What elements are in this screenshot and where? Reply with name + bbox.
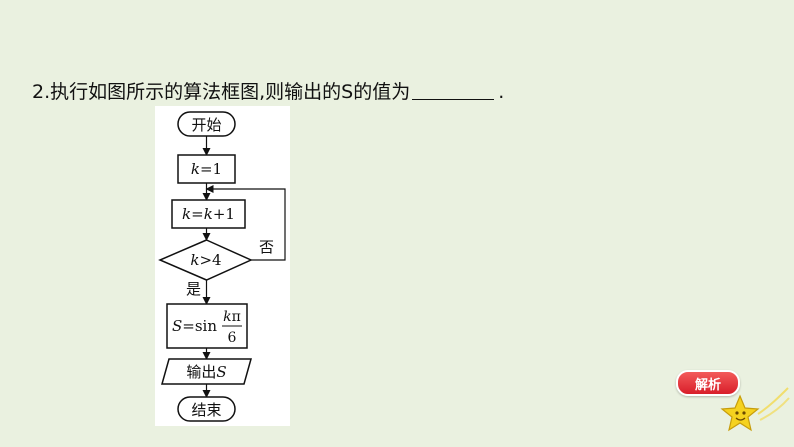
cond-var: k bbox=[190, 251, 199, 269]
init-label: k=1 bbox=[191, 160, 222, 178]
answer-blank bbox=[412, 81, 495, 100]
update-plus: +1 bbox=[213, 205, 235, 223]
end-terminal bbox=[177, 396, 236, 422]
output-parallelogram bbox=[161, 358, 252, 385]
question-body: 执行如图所示的算法框图,则输出的S的值为 bbox=[50, 81, 411, 103]
update-box bbox=[171, 199, 246, 229]
assign-numerator: kπ bbox=[223, 309, 241, 325]
init-box bbox=[177, 154, 236, 184]
output-text: 输出 bbox=[186, 363, 216, 381]
output-label: 输出S bbox=[186, 363, 226, 381]
update-k1: k bbox=[182, 205, 191, 223]
update-k2: k bbox=[204, 205, 213, 223]
analysis-button[interactable]: 解析 bbox=[676, 370, 740, 396]
loop-back-arrow bbox=[205, 185, 286, 261]
cond-rest: >4 bbox=[199, 251, 221, 269]
flowchart-panel: 开始 k=1 k=k+1 k>4 否 是 S=sin kπ 6 bbox=[155, 106, 290, 426]
yes-label: 是 bbox=[186, 280, 201, 298]
init-var: k bbox=[191, 160, 200, 178]
question-number: 2. bbox=[32, 81, 51, 103]
output-var: S bbox=[216, 363, 226, 381]
assign-eq: =sin bbox=[182, 317, 217, 335]
assign-lhs: S=sin bbox=[172, 317, 217, 335]
star-mascot-icon bbox=[720, 387, 790, 432]
assign-S: S bbox=[172, 317, 182, 335]
start-label: 开始 bbox=[191, 116, 221, 134]
condition-label: k>4 bbox=[190, 251, 221, 269]
no-label: 否 bbox=[259, 238, 274, 256]
end-label: 结束 bbox=[191, 401, 221, 419]
question-text: 2.执行如图所示的算法框图,则输出的S的值为. bbox=[32, 77, 504, 104]
update-eq: = bbox=[191, 205, 204, 223]
assign-num-pi: π bbox=[232, 309, 241, 325]
question-end: . bbox=[498, 81, 505, 103]
flowchart: 开始 k=1 k=k+1 k>4 否 是 S=sin kπ 6 bbox=[158, 111, 286, 422]
assign-num-k: k bbox=[223, 309, 231, 325]
assign-denominator: 6 bbox=[228, 330, 237, 346]
init-rest: =1 bbox=[200, 160, 222, 178]
update-label: k=k+1 bbox=[182, 205, 235, 223]
analysis-button-label: 解析 bbox=[694, 377, 721, 393]
